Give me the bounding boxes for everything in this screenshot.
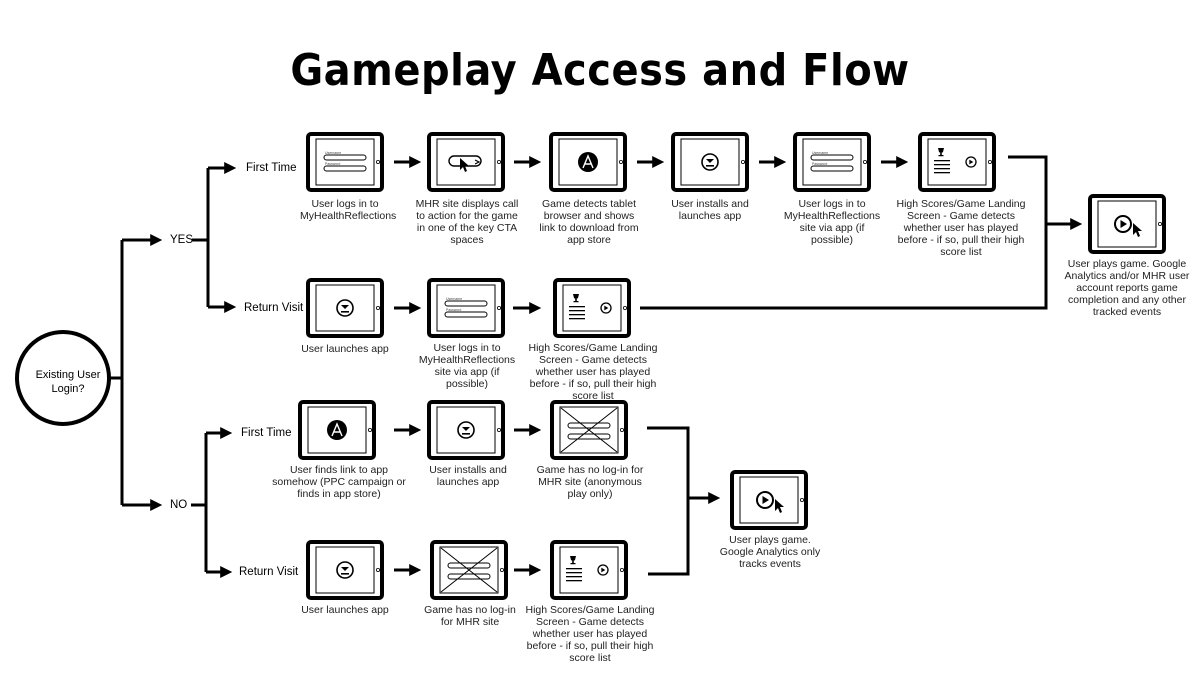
caption-no-end: User plays game. Google Analytics only t… <box>719 534 821 571</box>
tablet-yes-return-landing <box>553 278 631 338</box>
branch-yes-first-time: First Time <box>246 162 297 174</box>
caption-yes-end: User plays game. Google Analytics and/or… <box>1064 258 1190 319</box>
tablet-yes-first-login <box>306 132 384 192</box>
caption-yes-first-2: MHR site displays call to action for the… <box>415 198 519 247</box>
tablet-yes-return-login <box>427 278 505 338</box>
tablet-yes-first-install <box>671 132 749 192</box>
caption-yes-first-1: User logs in to MyHealthReflections <box>300 198 397 223</box>
caption-no-first-2: User installs and launches app <box>429 464 507 489</box>
tablet-no-first-find <box>298 400 376 460</box>
tablet-no-first-install <box>427 400 505 460</box>
app-store-icon <box>577 151 599 173</box>
caption-yes-first-6: High Scores/Game Landing Screen - Game d… <box>896 198 1026 259</box>
tablet-yes-first-landing <box>918 132 996 192</box>
branch-no-return-visit: Return Visit <box>239 566 299 578</box>
tablet-no-end-play <box>730 470 808 530</box>
caption-yes-first-3: Game detects tablet browser and shows li… <box>539 198 639 247</box>
caption-yes-return-2: User logs in to MyHealthReflections site… <box>418 342 516 391</box>
tablet-yes-first-applogin <box>793 132 871 192</box>
caption-no-return-2: Game has no log-in for MHR site <box>424 604 516 629</box>
tablet-no-first-nologin <box>550 400 628 460</box>
branch-yes-return-visit: Return Visit <box>244 302 304 314</box>
tablet-no-return-nologin <box>430 540 508 600</box>
tablet-no-return-launch <box>306 540 384 600</box>
caption-no-first-3: Game has no log-in for MHR site (anonymo… <box>536 464 644 501</box>
page-title: Gameplay Access and Flow <box>290 46 910 96</box>
caption-yes-first-4: User installs and launches app <box>671 198 749 223</box>
tablet-no-return-landing <box>550 540 628 600</box>
caption-no-first-1: User finds link to app somehow (PPC camp… <box>272 464 406 501</box>
caption-no-return-3: High Scores/Game Landing Screen - Game d… <box>525 604 655 665</box>
caption-yes-return-1: User launches app <box>301 343 389 355</box>
app-store-icon <box>326 419 348 441</box>
start-question: Existing User Login? <box>35 369 101 396</box>
tablet-yes-first-cta <box>427 132 505 192</box>
caption-yes-first-5: User logs in to MyHealthReflections site… <box>783 198 881 247</box>
tablet-yes-return-launch <box>306 278 384 338</box>
caption-yes-return-3: High Scores/Game Landing Screen - Game d… <box>528 342 658 403</box>
branch-no-first-time: First Time <box>241 427 292 439</box>
tablet-yes-end-play <box>1088 194 1166 254</box>
caption-no-return-1: User launches app <box>301 604 389 616</box>
connector-lines <box>110 155 1083 578</box>
tablet-yes-first-store <box>549 132 627 192</box>
branch-no: NO <box>170 499 188 511</box>
branch-yes: YES <box>170 234 194 246</box>
start-decision-circle <box>15 330 111 426</box>
